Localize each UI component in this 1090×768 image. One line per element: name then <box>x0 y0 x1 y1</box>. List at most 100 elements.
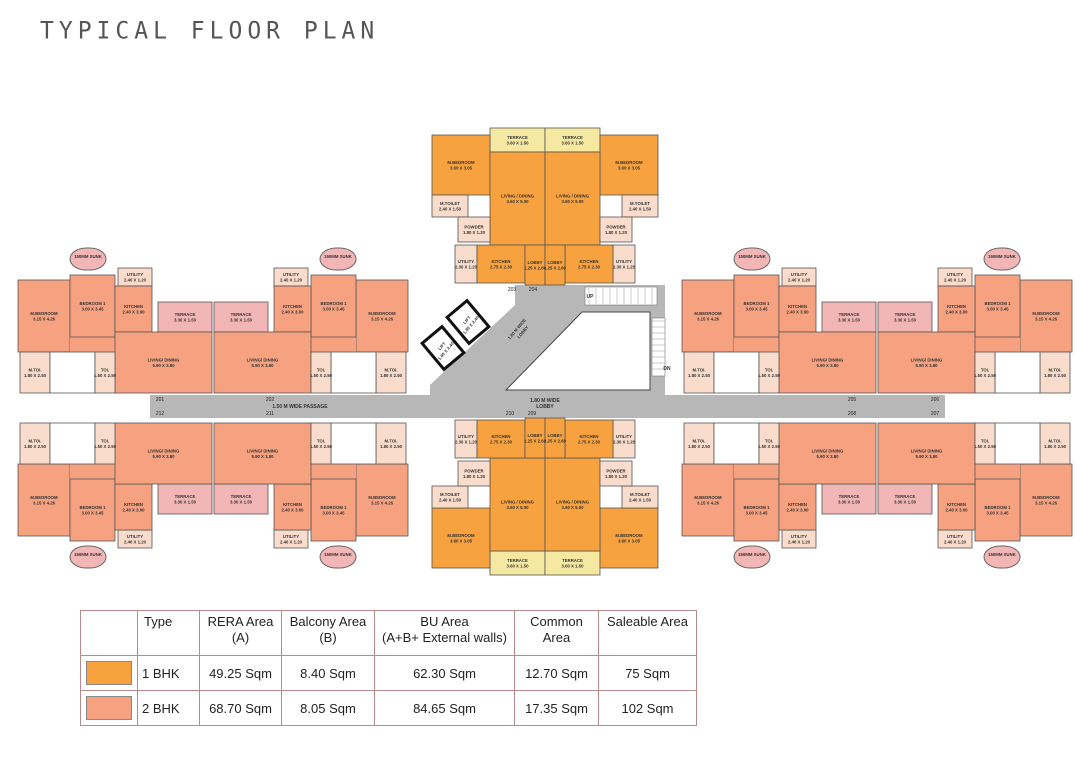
open-void <box>504 311 651 391</box>
kitchen-dimension: 2.40 X 3.00 <box>282 508 305 513</box>
utility-dimension: 2.30 X 1.20 <box>613 265 636 270</box>
utility-label: UTILITY <box>127 534 143 539</box>
rera-cell: 68.70 Sqm <box>199 690 282 726</box>
kitchen-label: KITCHEN <box>579 434 598 439</box>
bu-cell: 84.65 Sqm <box>374 690 515 726</box>
master-toilet-dimension: 1.80 X 2.50 <box>688 444 711 449</box>
toilet-dimension: 1.50 X 2.50 <box>94 444 117 449</box>
utility-label: UTILITY <box>791 534 807 539</box>
master-bedroom-dimension: 3.15 X 4.26 <box>371 317 394 322</box>
master-bedroom-label: M.BEDROOM <box>368 311 396 316</box>
kitchen-dimension: 2.40 X 3.00 <box>123 310 146 315</box>
kitchen-label: KITCHEN <box>283 502 302 507</box>
lobby-label: LOBBY <box>547 260 562 265</box>
toilet-dimension: 1.50 X 2.50 <box>310 373 333 378</box>
terrace-label: TERRACE <box>175 312 196 317</box>
header-line: Area <box>542 630 571 645</box>
toilet <box>758 351 780 394</box>
header-balcony: Balcony Area(B) <box>281 610 375 656</box>
toilet-dimension: 1.50 X 2.50 <box>94 373 117 378</box>
terrace <box>821 483 877 515</box>
terrace <box>157 301 213 333</box>
bedroom-1-label: BEDROOM 1 <box>743 505 770 510</box>
utility-label: UTILITY <box>458 259 474 264</box>
kitchen-label: KITCHEN <box>947 304 966 309</box>
lobby <box>544 244 566 286</box>
sunk-area <box>319 545 357 569</box>
master-bedroom-dimension: 3.15 X 4.26 <box>1035 317 1058 322</box>
master-toilet-label: M.TOI. <box>384 439 397 444</box>
living-dining-dimension: 5.90 X 3.80 <box>153 454 176 459</box>
lobby <box>544 417 566 459</box>
terrace-dimension: 3.30 X 1.50 <box>838 500 861 505</box>
powder-label: POWDER <box>606 225 626 230</box>
header-bu: BU Area(A+B+ External walls) <box>374 610 515 656</box>
lift-shaft <box>445 298 491 346</box>
utility-dimension: 2.30 X 1.20 <box>455 440 478 445</box>
living-dining-dimension: 5.90 X 3.80 <box>817 363 840 368</box>
living-dining-label: LIVING/ DINING <box>148 358 180 363</box>
master-toilet-label: M.TOILET <box>630 492 650 497</box>
swatch-1bhk <box>80 655 138 691</box>
stair-down-label: DN <box>663 366 671 372</box>
master-bedroom-passage <box>975 337 1020 352</box>
kitchen <box>937 483 976 531</box>
lift-label: LIFT <box>437 341 447 351</box>
living-dining-label: LIVING / DINING <box>501 500 535 505</box>
utility-dimension: 2.40 X 1.20 <box>944 278 967 283</box>
staircase-side <box>651 317 666 377</box>
utility-label: UTILITY <box>283 534 299 539</box>
utility-dimension: 2.30 X 1.20 <box>613 440 636 445</box>
master-toilet <box>375 422 407 465</box>
toilet-dimension: 1.50 X 2.50 <box>974 373 997 378</box>
bedroom-1-dimension: 3.00 X 3.45 <box>82 511 105 516</box>
terrace <box>821 301 877 333</box>
kitchen <box>114 483 153 531</box>
terrace-dimension: 3.60 X 1.50 <box>562 141 585 146</box>
powder-label: POWDER <box>606 469 626 474</box>
utility-label: UTILITY <box>947 272 963 277</box>
terrace-dimension: 3.30 X 1.50 <box>894 318 917 323</box>
master-toilet-dimension: 2.40 X 1.50 <box>439 207 462 212</box>
kitchen-label: KITCHEN <box>947 502 966 507</box>
lobby-dimension: 1.25 X 2.60 <box>524 439 547 444</box>
living-dining-label: LIVING / DINING <box>556 194 590 199</box>
bedroom-1-label: BEDROOM 1 <box>743 301 770 306</box>
saleable-cell: 75 Sqm <box>598 655 697 691</box>
unit-number: 205 <box>848 397 857 403</box>
terrace-label: TERRACE <box>507 135 528 140</box>
master-toilet <box>431 194 469 218</box>
powder <box>599 460 633 487</box>
master-toilet-dimension: 1.80 X 2.50 <box>380 373 403 378</box>
open-court <box>330 351 377 394</box>
living-dining <box>778 331 877 394</box>
utility-label: UTILITY <box>458 434 474 439</box>
bedroom-1-dimension: 3.00 X 3.45 <box>323 307 346 312</box>
utility-dimension: 2.30 X 1.20 <box>455 265 478 270</box>
bedroom-1-dimension: 3.00 X 3.45 <box>746 307 769 312</box>
powder-dimension: 1.80 X 1.20 <box>605 230 628 235</box>
unit-number: 209 <box>528 411 537 417</box>
bedroom-1 <box>310 274 357 338</box>
living-dining <box>213 331 312 394</box>
master-toilet-label: M.TOI. <box>28 368 41 373</box>
header-rera: RERA Area(A) <box>199 610 282 656</box>
bedroom-1-label: BEDROOM 1 <box>320 505 347 510</box>
bedroom-1 <box>69 478 116 542</box>
master-toilet-label: M.TOILET <box>630 201 650 206</box>
kitchen-label: KITCHEN <box>788 502 807 507</box>
kitchen <box>114 285 153 333</box>
utility-label: UTILITY <box>127 272 143 277</box>
master-bedroom-label: M.BEDROOM <box>615 160 643 165</box>
toilet <box>94 422 116 465</box>
utility-label: UTILITY <box>283 272 299 277</box>
terrace-label: TERRACE <box>175 494 196 499</box>
terrace-label: TERRACE <box>507 558 528 563</box>
utility-dimension: 2.40 X 1.20 <box>280 540 303 545</box>
kitchen-dimension: 2.40 X 3.00 <box>787 508 810 513</box>
master-bedroom-dimension: 3.60 X 3.05 <box>450 539 473 544</box>
page-title: TYPICAL FLOOR PLAN <box>40 17 380 45</box>
terrace <box>544 550 601 576</box>
terrace-dimension: 3.60 X 1.50 <box>562 564 585 569</box>
master-bedroom <box>599 134 659 196</box>
